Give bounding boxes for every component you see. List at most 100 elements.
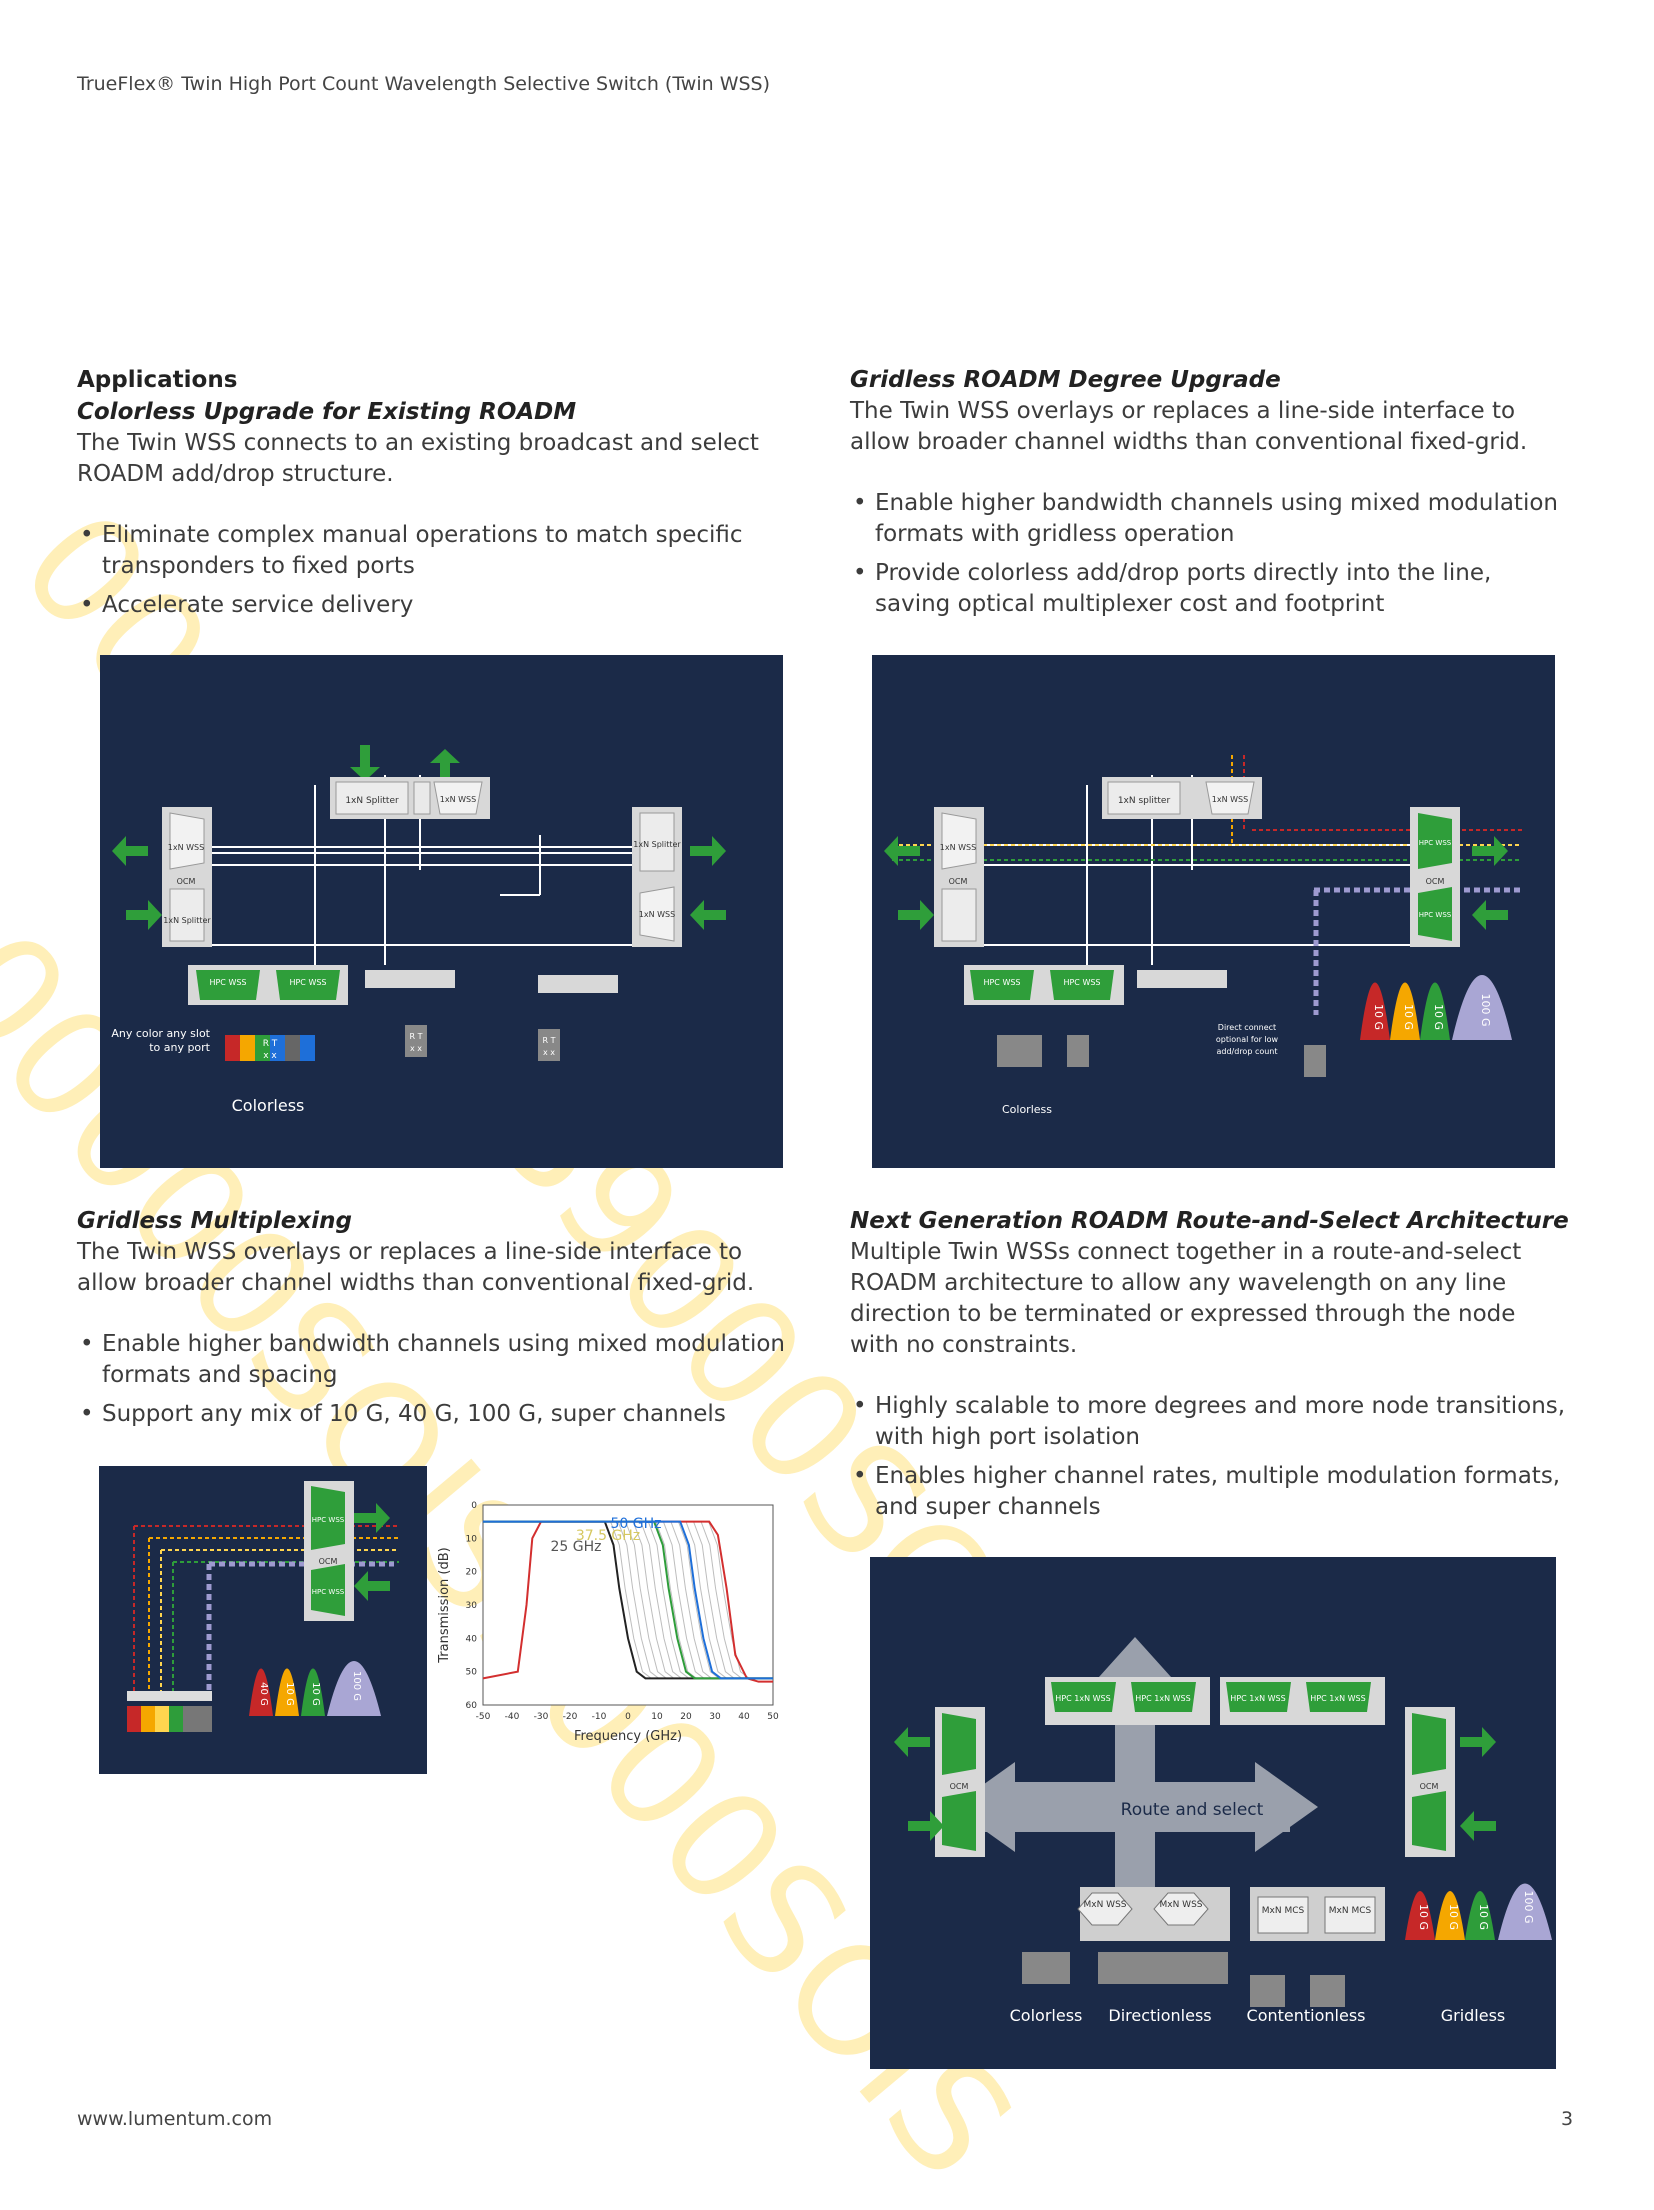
wss-label: 1xN WSS bbox=[168, 843, 204, 852]
hpc-wss-label: HPC WSS bbox=[209, 978, 246, 987]
bullet-item: Support any mix of 10 G, 40 G, 100 G, su… bbox=[77, 1399, 797, 1430]
hpc-wss-label: HPC WSS bbox=[312, 1588, 345, 1596]
applications-heading: Applications bbox=[77, 367, 238, 393]
diagram-caption: Colorless bbox=[232, 1096, 305, 1115]
route-select-arrow bbox=[952, 1637, 1318, 1927]
wss-label: 1xN WSS bbox=[1212, 795, 1248, 804]
bullet-item: Enable higher bandwidth channels using m… bbox=[77, 1329, 797, 1391]
hpc-wss-label: HPC WSS bbox=[289, 978, 326, 987]
splitter-label: 1xN splitter bbox=[1118, 796, 1171, 806]
section-gridless-degree: Gridless ROADM Degree Upgrade The Twin W… bbox=[850, 364, 1570, 628]
rate-label: 10 G bbox=[1402, 1004, 1415, 1030]
arrow-icon bbox=[430, 749, 460, 785]
splitter-label: 1xN Splitter bbox=[163, 916, 211, 925]
direct-connect-note: optional for low bbox=[1216, 1035, 1279, 1044]
x-tick-label: 20 bbox=[680, 1712, 692, 1722]
diagram-route-select: Route and select HPC 1xN WSS HPC 1xN WSS… bbox=[870, 1557, 1556, 2069]
bullet-list: Highly scalable to more degrees and more… bbox=[850, 1391, 1570, 1523]
mxn-mcs-label: MxN MCS bbox=[1262, 1906, 1305, 1916]
arrow-icon bbox=[350, 745, 380, 781]
diagram-route-select-svg: Route and select HPC 1xN WSS HPC 1xN WSS… bbox=[894, 1637, 1552, 2025]
note-label: to any port bbox=[149, 1041, 210, 1054]
section-body: The Twin WSS connects to an existing bro… bbox=[77, 430, 759, 487]
diagram-colorless-svg: 1xN Splitter 1xN WSS 1xN WSS OCM 1xN Spl… bbox=[111, 745, 726, 1115]
x-label: x x bbox=[263, 1051, 277, 1061]
section-body: Multiple Twin WSSs connect together in a… bbox=[850, 1239, 1522, 1358]
hpc-wss-label: HPC WSS bbox=[1419, 911, 1452, 919]
mxn-mcs-label: MxN MCS bbox=[1329, 1906, 1372, 1916]
x-tick-label: -40 bbox=[505, 1712, 520, 1722]
arrow-icon bbox=[690, 836, 726, 866]
x-tick-label: 10 bbox=[651, 1712, 663, 1722]
ocm-label: OCM bbox=[1420, 1782, 1439, 1791]
bullet-list: Enable higher bandwidth channels using m… bbox=[77, 1329, 797, 1430]
hpc-wss-label: HPC 1xN WSS bbox=[1230, 1694, 1285, 1703]
arrow-icon bbox=[1472, 836, 1508, 866]
rate-label: 10 G bbox=[284, 1682, 295, 1706]
arrow-icon bbox=[908, 1811, 944, 1841]
diagram-colorless: 1xN Splitter 1xN WSS 1xN WSS OCM 1xN Spl… bbox=[100, 655, 783, 1168]
rate-label: 10 G bbox=[1417, 1904, 1430, 1930]
x-axis-label: Frequency (GHz) bbox=[574, 1729, 682, 1744]
bullet-list: Eliminate complex manual operations to m… bbox=[77, 520, 777, 621]
arrow-icon bbox=[884, 836, 920, 866]
annotation: 37.5 GHz bbox=[576, 1528, 640, 1544]
wss-label: 1xN WSS bbox=[940, 843, 976, 852]
hpc-wss-label: HPC WSS bbox=[1419, 839, 1452, 847]
architecture-label: Contentionless bbox=[1247, 2006, 1366, 2025]
rate-label: 10 G bbox=[1372, 1004, 1385, 1030]
hpc-wss-label: HPC 1xN WSS bbox=[1055, 1694, 1110, 1703]
y-tick-label: 30 bbox=[466, 1601, 478, 1611]
wss-label: 1xN WSS bbox=[440, 795, 476, 804]
rate-label: 40 G bbox=[258, 1682, 269, 1706]
section-colorless: Applications Colorless Upgrade for Exist… bbox=[77, 364, 777, 629]
note-label: Any color any slot bbox=[111, 1027, 210, 1040]
x-tick-label: -10 bbox=[592, 1712, 607, 1722]
ocm-label: OCM bbox=[319, 1557, 338, 1566]
architecture-label: Directionless bbox=[1108, 2006, 1211, 2025]
arrow-icon bbox=[898, 900, 934, 930]
annotation: 50 GHz bbox=[611, 1516, 662, 1532]
y-tick-label: 60 bbox=[466, 1701, 478, 1711]
rate-label: 100 G bbox=[1522, 1890, 1535, 1923]
diagram-caption: Colorless bbox=[1002, 1103, 1052, 1116]
wss-label: 1xN WSS bbox=[639, 910, 675, 919]
rate-label: 10 G bbox=[310, 1682, 321, 1706]
x-tick-label: -50 bbox=[476, 1712, 491, 1722]
footer-url: www.lumentum.com bbox=[77, 2108, 273, 2130]
arrow-icon bbox=[1460, 1811, 1496, 1841]
diagram-gridless-mux: HPC WSS OCM HPC WSS 40 G 10 G 10 G 100 G bbox=[99, 1466, 427, 1774]
architecture-label: Gridless bbox=[1441, 2006, 1506, 2025]
arrow-icon bbox=[126, 900, 162, 930]
hpc-wss-label: HPC WSS bbox=[1063, 978, 1100, 987]
arrow-icon bbox=[354, 1503, 390, 1533]
x-tick-label: -20 bbox=[563, 1712, 578, 1722]
arrow-icon bbox=[354, 1571, 390, 1601]
bullet-item: Enables higher channel rates, multiple m… bbox=[850, 1461, 1570, 1523]
section-title: Gridless ROADM Degree Upgrade bbox=[850, 367, 1281, 393]
splitter-label: 1xN Splitter bbox=[633, 840, 681, 849]
x-tick-label: -30 bbox=[534, 1712, 549, 1722]
chart-series-line-3 bbox=[483, 1520, 773, 1680]
y-tick-label: 40 bbox=[466, 1634, 478, 1644]
y-tick-label: 50 bbox=[466, 1668, 478, 1678]
rate-label: 100 G bbox=[1479, 993, 1492, 1026]
mxn-wss-label: MxN WSS bbox=[1159, 1900, 1202, 1910]
rt-label: R T bbox=[410, 1032, 423, 1041]
x-tick-label: 50 bbox=[767, 1712, 779, 1722]
x-tick-label: 0 bbox=[625, 1712, 631, 1722]
x-tick-label: 30 bbox=[709, 1712, 721, 1722]
ocm-label: OCM bbox=[1426, 877, 1445, 886]
y-tick-label: 20 bbox=[466, 1568, 478, 1578]
rt-label: R T bbox=[543, 1036, 556, 1045]
arrow-icon bbox=[894, 1727, 930, 1757]
y-tick-label: 0 bbox=[471, 1501, 477, 1511]
section-title: Next Generation ROADM Route-and-Select A… bbox=[850, 1208, 1569, 1234]
rate-label: 10 G bbox=[1447, 1904, 1460, 1930]
diagram-gridless-degree: 1xN splitter 1xN WSS 1xN WSS OCM HPC WSS… bbox=[872, 655, 1555, 1168]
direct-connect-note: Direct connect bbox=[1218, 1023, 1276, 1032]
page-number: 3 bbox=[1561, 2108, 1574, 2130]
splitter-label: 1xN Splitter bbox=[345, 796, 399, 806]
